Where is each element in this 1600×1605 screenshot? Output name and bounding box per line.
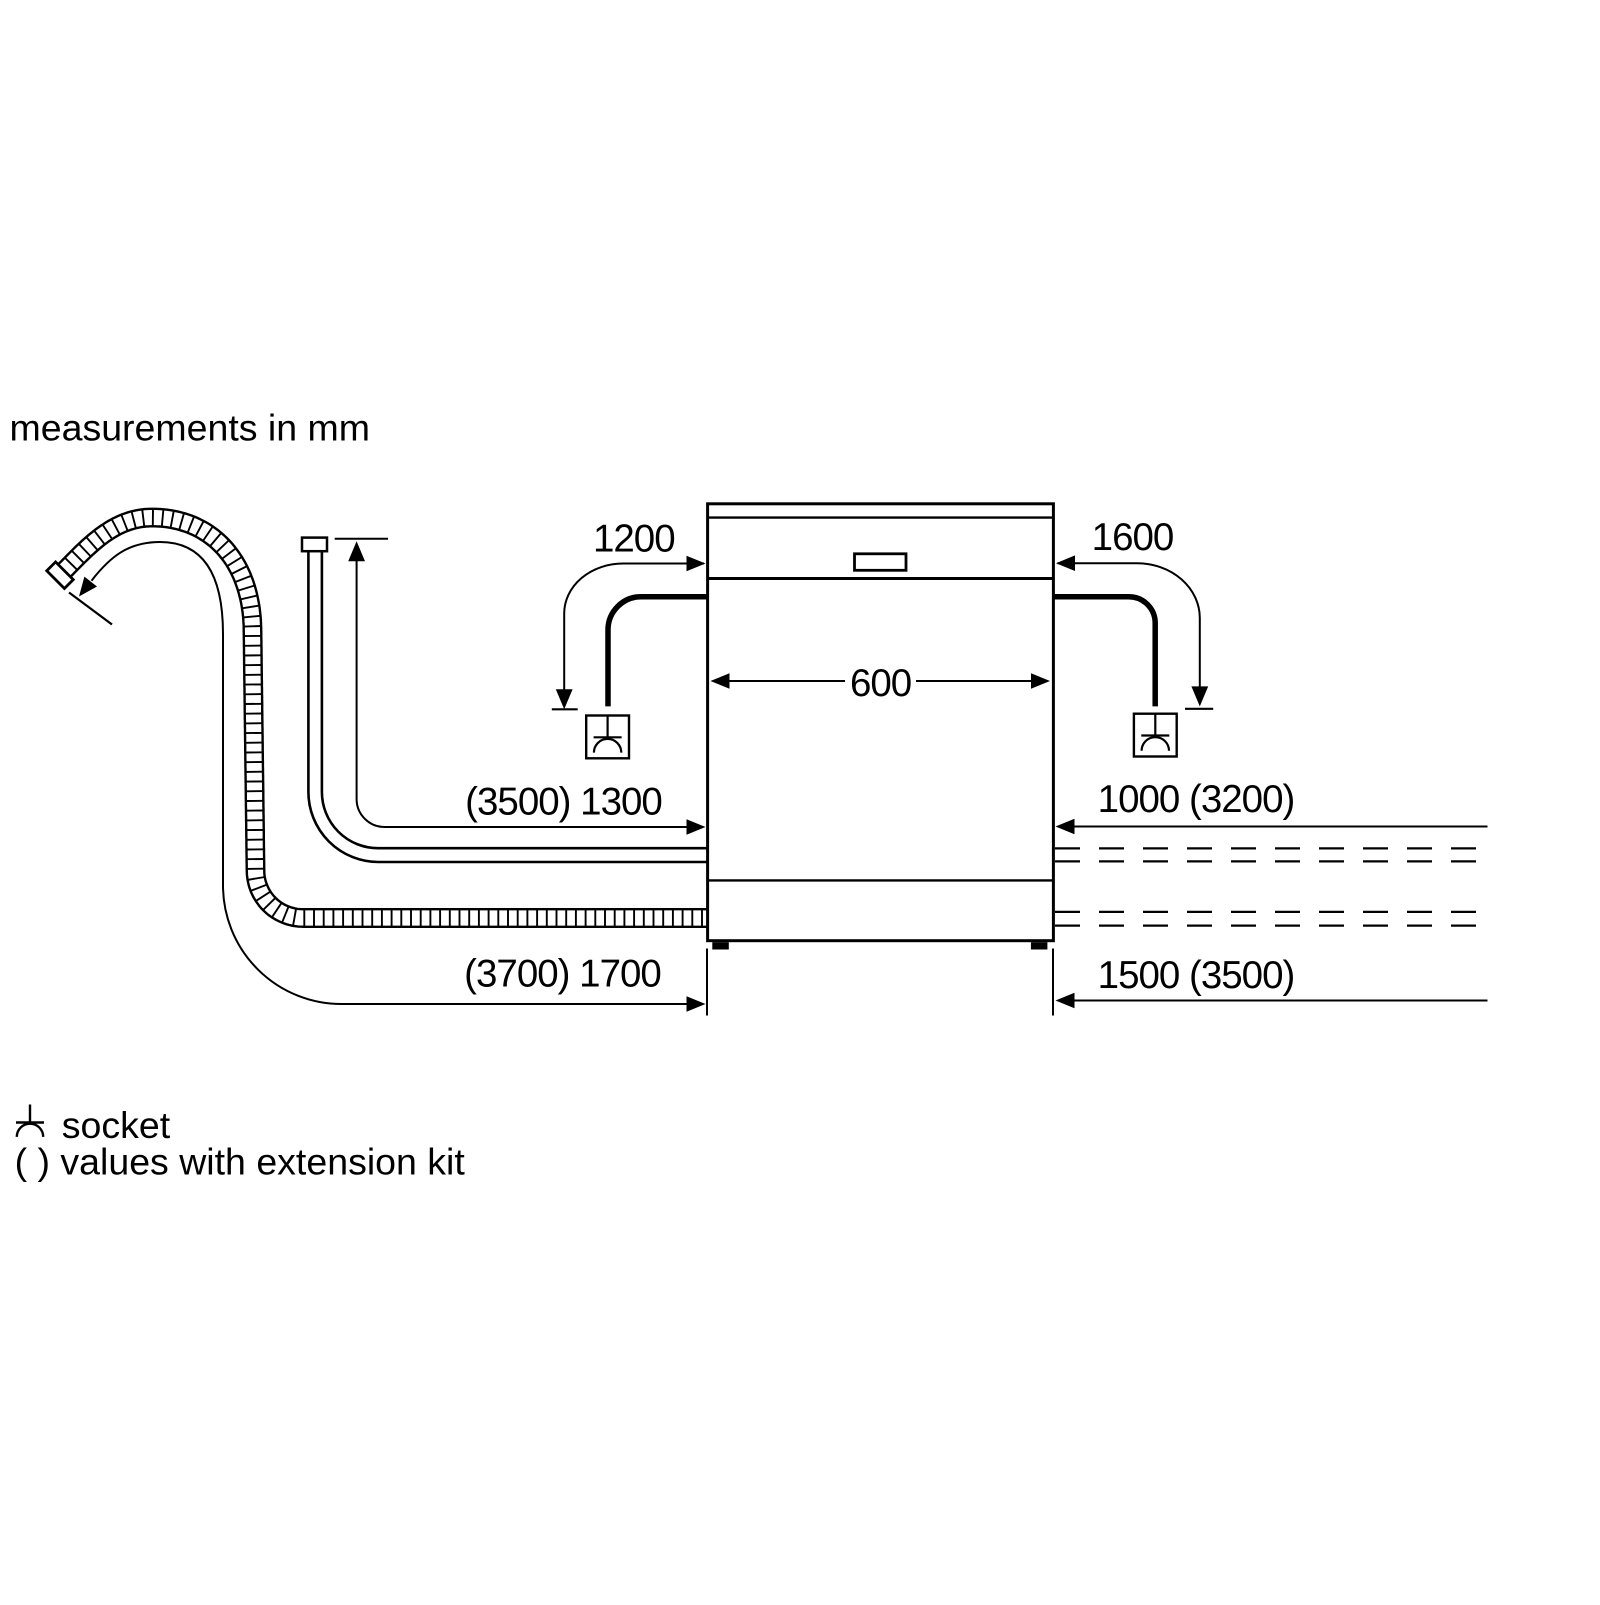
svg-text:1200: 1200 <box>593 518 675 561</box>
svg-text:1500 (3500): 1500 (3500) <box>1098 954 1295 997</box>
svg-text:600: 600 <box>850 662 911 705</box>
svg-text:1000 (3200): 1000 (3200) <box>1098 778 1295 821</box>
svg-text:measurements in mm: measurements in mm <box>10 407 371 449</box>
svg-text:socket: socket <box>62 1104 171 1146</box>
svg-text:( ) values with extension kit: ( ) values with extension kit <box>15 1141 466 1183</box>
svg-text:1600: 1600 <box>1092 516 1174 559</box>
svg-text:(3700) 1700: (3700) 1700 <box>464 953 661 996</box>
svg-text:(3500) 1300: (3500) 1300 <box>465 781 662 824</box>
